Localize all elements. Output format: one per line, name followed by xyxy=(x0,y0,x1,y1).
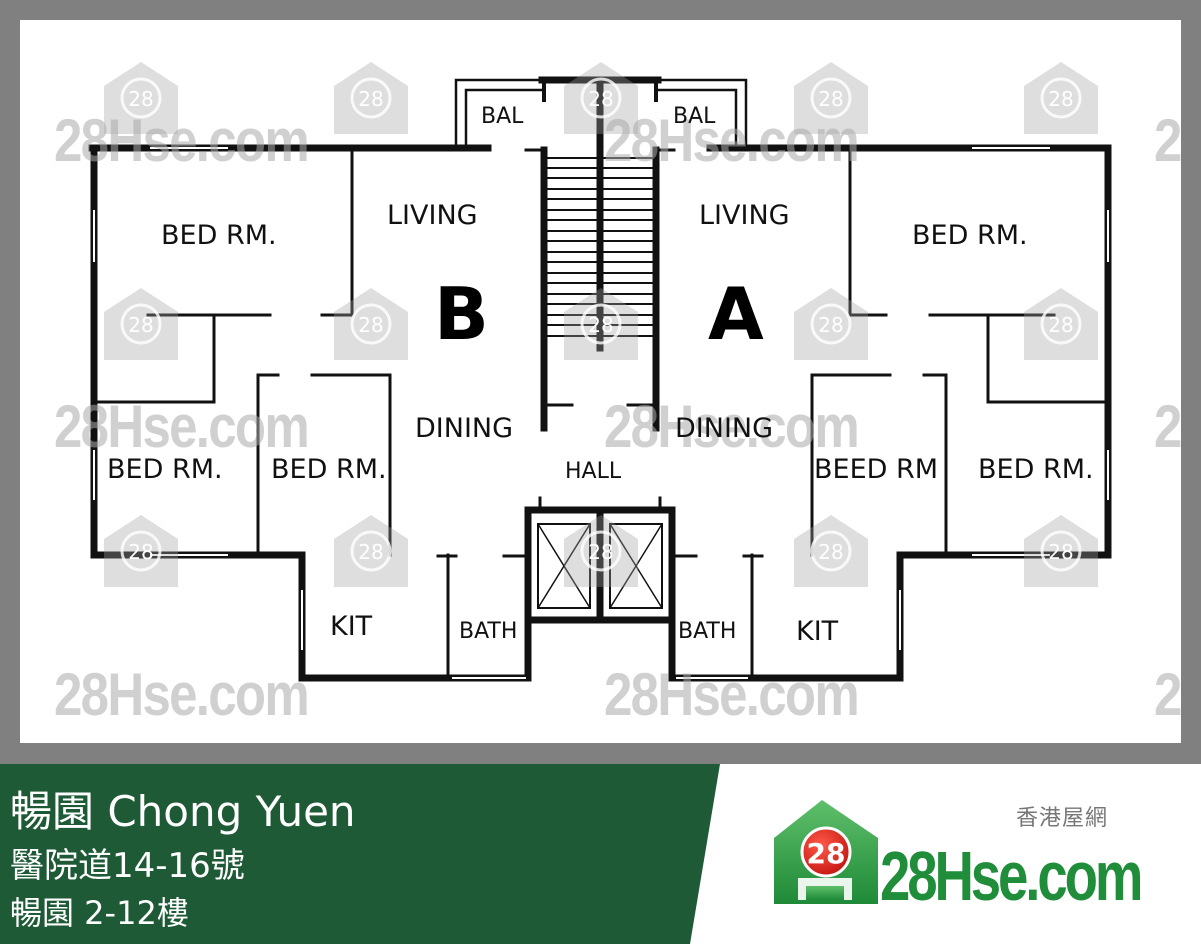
room-label-dining-b: DINING xyxy=(415,413,514,444)
svg-text:28: 28 xyxy=(1048,313,1073,337)
svg-text:28: 28 xyxy=(358,87,383,111)
svg-text:28: 28 xyxy=(588,313,613,337)
watermark-logo-icon: 28 xyxy=(794,288,868,360)
watermark-logo-icon: 28 xyxy=(104,515,178,587)
svg-text:28: 28 xyxy=(1048,540,1073,564)
brand-tagline: 香港屋網 xyxy=(1016,806,1109,831)
property-address: 醫院道14-16號 xyxy=(10,846,245,886)
room-label-bedroom-b-mid: BED RM. xyxy=(271,454,387,485)
watermark-text: 28Hse.com xyxy=(1154,107,1181,174)
watermark-logo-icon: 28 xyxy=(1024,62,1098,134)
brand-name: 28Hse.com xyxy=(880,837,1143,915)
brand-logo-icon: 28 xyxy=(774,800,878,904)
watermark-logo-icon: 28 xyxy=(104,288,178,360)
watermark-text: 28Hse.com xyxy=(604,107,860,174)
watermark-text: 28Hse.com xyxy=(54,661,310,728)
svg-text:28: 28 xyxy=(358,540,383,564)
svg-text:28: 28 xyxy=(588,87,613,111)
room-label-bedroom-a-mid: BEED RM xyxy=(814,454,939,485)
room-label-bath-b: BATH xyxy=(459,619,518,644)
watermark-logo-icon: 28 xyxy=(1024,288,1098,360)
svg-text:28: 28 xyxy=(128,540,153,564)
watermark-text: 28Hse.com xyxy=(1154,661,1181,728)
svg-text:28: 28 xyxy=(358,313,383,337)
watermark-logo-icon: 28 xyxy=(564,288,638,360)
room-label-bal-b: BAL xyxy=(481,104,524,129)
watermark-logo-icon: 28 xyxy=(334,515,408,587)
svg-text:28: 28 xyxy=(588,540,613,564)
property-title: 暢園 Chong Yuen xyxy=(10,787,356,836)
svg-text:28: 28 xyxy=(128,87,153,111)
room-label-dining-a: DINING xyxy=(675,413,774,444)
room-label-hall: HALL xyxy=(565,459,622,484)
watermark-logo-icon: 28 xyxy=(794,62,868,134)
watermark-logo-icon: 28 xyxy=(1024,515,1098,587)
unit-label-b: B xyxy=(434,272,489,356)
room-label-kit-b: KIT xyxy=(330,611,373,642)
room-label-bal-a: BAL xyxy=(673,104,716,129)
room-label-bedroom-b-left: BED RM. xyxy=(107,454,223,485)
watermark-logo-icon: 28 xyxy=(334,288,408,360)
watermark-text: 28Hse.com xyxy=(54,393,310,460)
room-label-living-b: LIVING xyxy=(387,200,478,231)
watermark-logo-icon: 28 xyxy=(564,62,638,134)
watermark-logo-icon: 28 xyxy=(334,62,408,134)
svg-text:28: 28 xyxy=(128,313,153,337)
svg-text:28: 28 xyxy=(1048,87,1073,111)
svg-text:28: 28 xyxy=(807,837,846,870)
room-label-bedroom-a-top: BED RM. xyxy=(912,220,1028,251)
watermark-logo-icon: 28 xyxy=(794,515,868,587)
room-label-bedroom-b-top: BED RM. xyxy=(161,220,277,251)
footer-banner: 暢園 Chong Yuen 醫院道14-16號 暢園 2-12樓 xyxy=(0,764,1201,944)
room-label-bedroom-a-right: BED RM. xyxy=(978,454,1094,485)
watermark-logo-icon: 28 xyxy=(564,515,638,587)
floor-plan-drawing xyxy=(88,76,1112,682)
unit-label-a: A xyxy=(708,272,764,356)
room-label-kit-a: KIT xyxy=(796,616,839,647)
watermark-text: 28Hse.com xyxy=(54,107,310,174)
property-floors: 暢園 2-12樓 xyxy=(10,894,189,932)
watermark-logo-icon: 28 xyxy=(104,62,178,134)
svg-text:28: 28 xyxy=(818,313,843,337)
watermark-text: 28Hse.com xyxy=(604,393,860,460)
floor-plan-frame: 28 28 28 28 28 28 28 28 28 28 28 28 28 2… xyxy=(20,20,1181,743)
footer-info-panel xyxy=(0,764,720,944)
watermark-text: 28Hse.com xyxy=(1154,393,1181,460)
svg-text:28: 28 xyxy=(818,87,843,111)
watermark-text: 28Hse.com xyxy=(604,661,860,728)
room-label-bath-a: BATH xyxy=(678,619,737,644)
room-label-living-a: LIVING xyxy=(699,200,790,231)
svg-text:28: 28 xyxy=(818,540,843,564)
